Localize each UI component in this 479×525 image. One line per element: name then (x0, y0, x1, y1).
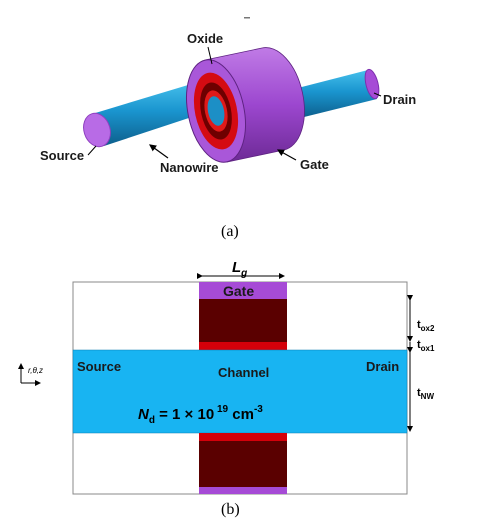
coordinate-axes: r,θ,z (18, 363, 43, 386)
doping-label: Nd = 1 × 10 19 cm-3 (138, 404, 263, 426)
nanowire-cross-section (207, 96, 225, 126)
label-source: Source (40, 148, 84, 163)
label-oxide: Oxide (187, 31, 223, 46)
label-drain: Drain (383, 92, 416, 107)
label-drain-b: Drain (366, 359, 399, 374)
panel-a-3d-view: Oxide Drain Source Nanowire Gate (a) (40, 17, 416, 240)
label-source-b: Source (77, 359, 121, 374)
nanowire-right-segment (290, 68, 380, 118)
channel-region (72, 349, 408, 434)
source-pointer (87, 145, 97, 156)
gate-cylinder (186, 47, 305, 163)
gate-length-label: Lg (232, 259, 247, 279)
drain-pointer (373, 92, 382, 97)
gate-electrode-top (199, 282, 287, 299)
coordinate-label: r,θ,z (28, 366, 43, 375)
inner-oxide-top (199, 342, 287, 350)
gate-pointer (276, 149, 297, 161)
drain-end-cap (364, 68, 380, 100)
outer-oxide-bottom (199, 441, 287, 487)
nanowire-left-segment (83, 82, 210, 148)
nanowire-pointer (149, 144, 169, 159)
tox2-label: tox2 (417, 319, 435, 333)
tnw-label: tNW (417, 387, 434, 401)
source-end-cap (83, 112, 111, 148)
stray-mark (244, 17, 250, 19)
panel-b-cross-section: Lg Gate Source Channel Drain Nd = 1 × 10… (18, 259, 435, 518)
label-gate: Gate (300, 157, 329, 172)
oxide-pointer (207, 46, 213, 65)
outer-oxide-top (199, 299, 287, 342)
label-gate-b: Gate (223, 283, 254, 299)
tox1-label: tox1 (417, 339, 435, 353)
caption-a: (a) (221, 223, 239, 240)
gate-electrode-bottom (199, 487, 287, 494)
caption-b: (b) (221, 501, 240, 518)
label-nanowire: Nanowire (160, 160, 219, 175)
inner-oxide-bottom (199, 433, 287, 441)
label-channel-b: Channel (218, 365, 269, 380)
